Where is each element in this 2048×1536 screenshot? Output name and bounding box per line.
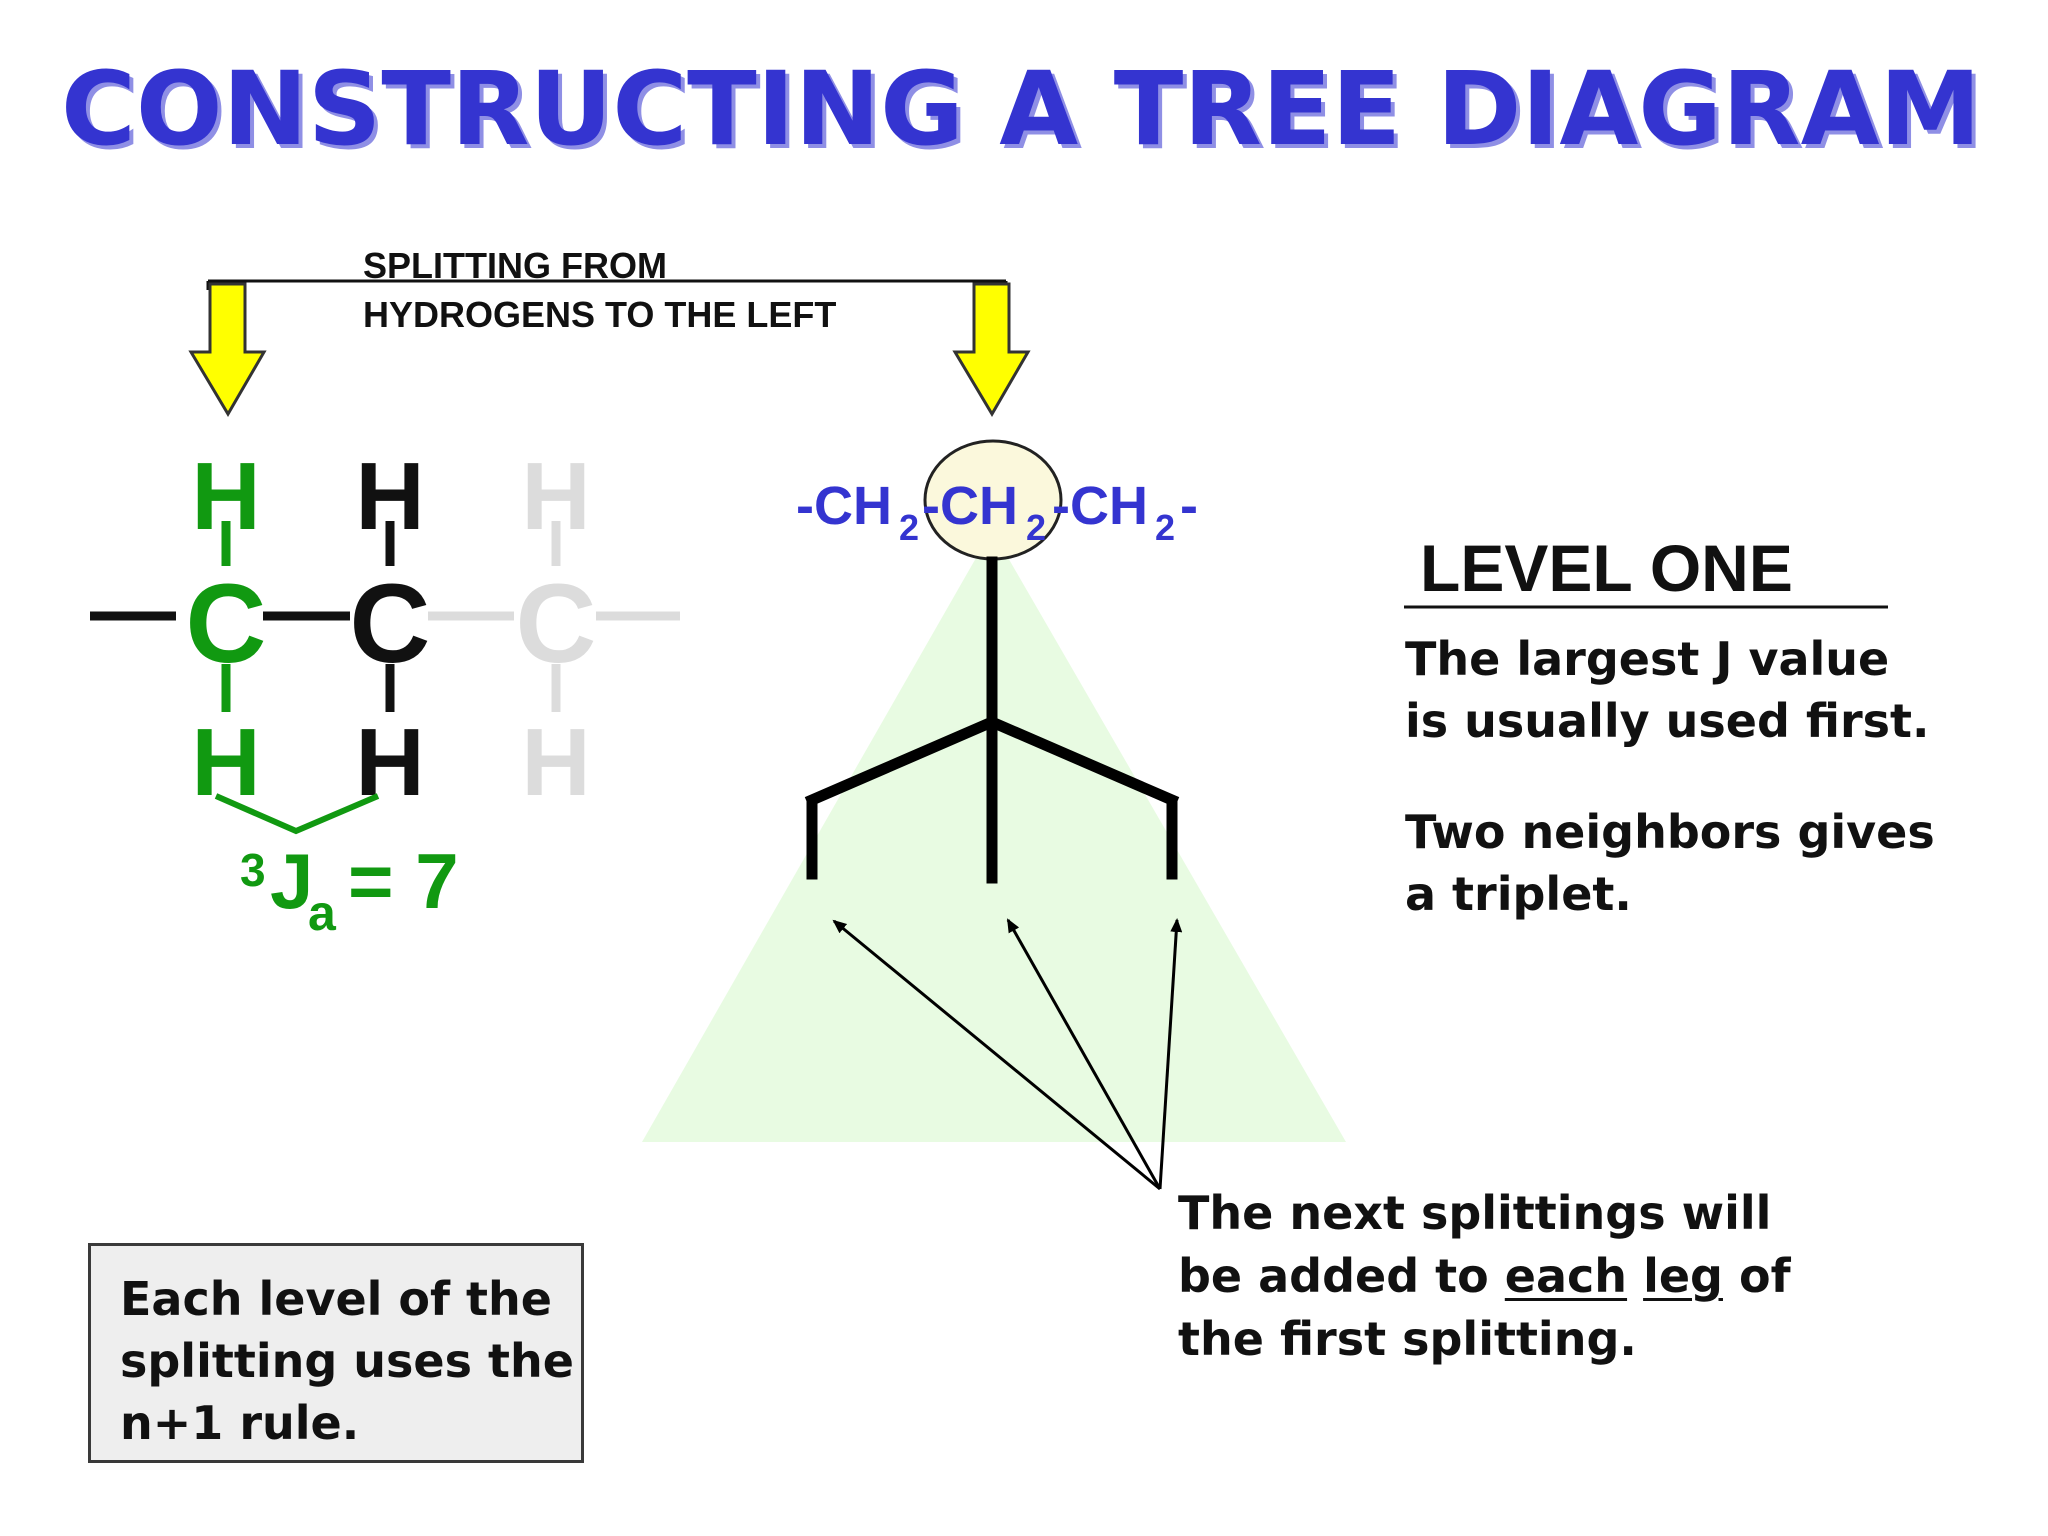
rule-box-line3: n+1 rule.: [120, 1396, 360, 1450]
atom-h-left-top: H: [191, 443, 260, 550]
level-text-line4: a triplet.: [1405, 867, 1632, 921]
atom-h-mid-top: H: [355, 443, 424, 550]
level-text-line1: The largest J value: [1405, 632, 1890, 686]
level-text-line2: is usually used first.: [1405, 694, 1930, 748]
rule-box-line1: Each level of the: [120, 1272, 552, 1326]
leg-emphasis: leg: [1643, 1249, 1723, 1303]
atom-h-right-top: H: [521, 443, 590, 550]
atom-c-mid: C: [350, 561, 431, 686]
molecule-bonds: [90, 521, 680, 712]
splitting-note-line2: HYDROGENS TO THE LEFT: [363, 294, 836, 335]
splitting-note-line1: SPLITTING FROM: [363, 245, 667, 286]
level-text-line3: Two neighbors gives: [1405, 805, 1935, 859]
atom-c-left: C: [186, 561, 267, 686]
coupling-constant: 3 J a = 7: [240, 837, 459, 941]
ch2-fragment-label: -CH 2 -CH 2 -CH 2 -: [796, 476, 1198, 552]
atom-h-right-bottom: H: [521, 709, 590, 816]
coupling-bracket: [214, 793, 380, 835]
down-arrow-icon-right: [952, 282, 1031, 417]
rule-box-line2: splitting uses the: [120, 1334, 574, 1388]
n-plus-one-rule-box: [88, 1243, 584, 1463]
splitting-tree: [804, 556, 1180, 884]
each-emphasis: each: [1504, 1249, 1628, 1303]
level-heading: LEVEL ONE: [1420, 531, 1793, 605]
next-note-line3: the first splitting.: [1178, 1312, 1637, 1366]
atom-c-right: C: [516, 561, 597, 686]
next-note-line2: be added to each leg of: [1178, 1249, 1791, 1303]
title-shadow: CONSTRUCTING A TREE DIAGRAM: [65, 54, 1985, 173]
next-note-line1: The next splittings will: [1178, 1186, 1772, 1240]
page-title: CONSTRUCTING A TREE DIAGRAM: [61, 50, 1981, 169]
leg-pointer-arrows: [832, 918, 1183, 1191]
down-arrow-icon-left: [188, 282, 267, 417]
